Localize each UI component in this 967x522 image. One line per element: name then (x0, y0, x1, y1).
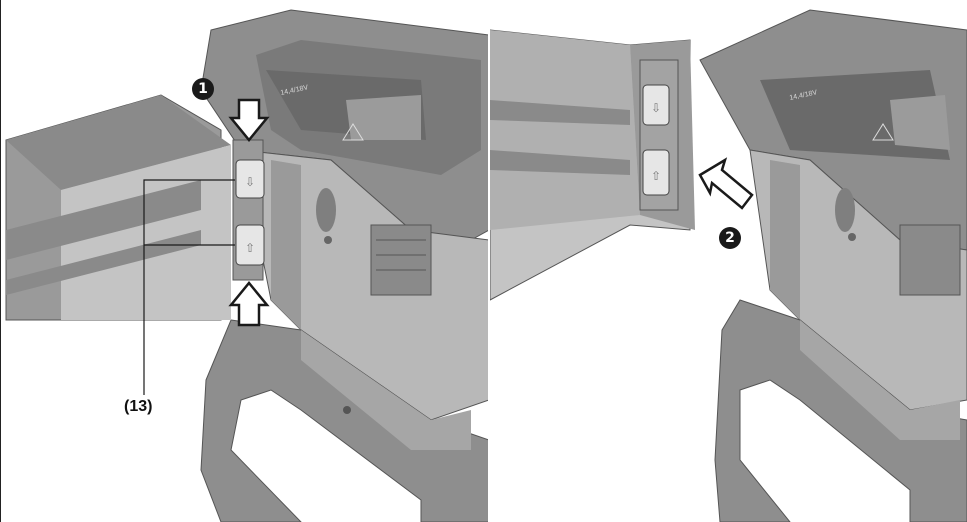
screw-hole (324, 236, 332, 244)
removed-cover-rib (490, 100, 630, 125)
terminal-block (370, 224, 432, 296)
handle-plate (301, 330, 471, 450)
press-up-arrow-icon (228, 281, 270, 327)
mount-slot-2 (835, 188, 855, 232)
step-1-badge: 1 (192, 78, 214, 100)
clip-up-arrow-icon: ⇧ (245, 241, 255, 255)
cover-rib (6, 230, 201, 295)
panel-step-2: ⇩ ⇧ 14,4/18V 2 (490, 0, 967, 522)
panel-divider (488, 0, 490, 522)
callout-line-upper (143, 179, 235, 395)
upper-hinge-clip (235, 159, 265, 199)
cover-rib (6, 180, 201, 260)
removed-clip-up-arrow-icon: ⇧ (651, 169, 661, 183)
handle-plate-2 (800, 320, 960, 440)
cover-top-edge (6, 95, 231, 190)
removed-cover-rib (490, 150, 630, 175)
panel-step-1: 14,4/18V ⇩ ⇧ (0, 0, 489, 522)
terminal-block-2 (899, 224, 961, 296)
battery-grip-2 (890, 95, 950, 150)
step-2-illustration: ⇩ ⇧ 14,4/18V (490, 9, 967, 522)
housing-side-wall-2 (770, 160, 800, 320)
removed-cover-face (490, 30, 640, 230)
warning-triangle-icon (342, 123, 364, 141)
removed-upper-clip (642, 84, 670, 126)
step-1-illustration: 14,4/18V ⇩ ⇧ (5, 9, 489, 522)
lower-hinge-clip (235, 224, 265, 266)
callout-label-13: (13) (124, 398, 153, 415)
mount-slot (316, 188, 336, 232)
step-2-badge: 2 (719, 227, 741, 249)
removed-clip-down-arrow-icon: ⇩ (651, 101, 661, 115)
battery-grip (346, 95, 421, 140)
screw-hole-2 (848, 233, 856, 241)
pull-out-arrow-icon (698, 157, 754, 210)
warning-triangle-icon-2 (872, 123, 894, 141)
press-down-arrow-icon (228, 98, 270, 142)
housing-side-wall (271, 160, 301, 330)
handle-screw (343, 406, 351, 414)
removed-lower-clip (642, 149, 670, 196)
clip-down-arrow-icon: ⇩ (245, 175, 255, 189)
